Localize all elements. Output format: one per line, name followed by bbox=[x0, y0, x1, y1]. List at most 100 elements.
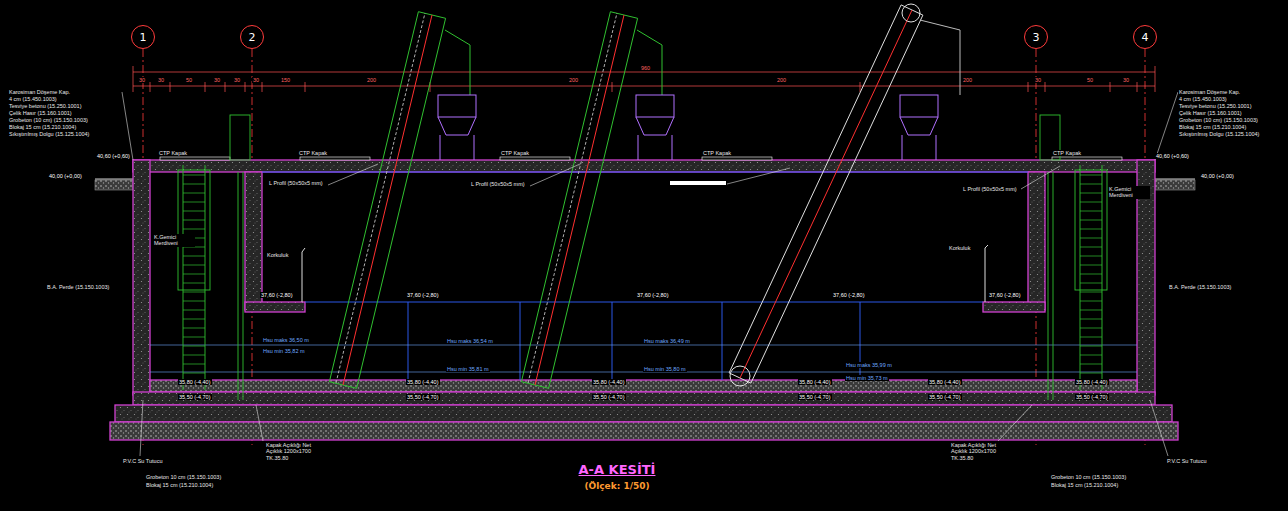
annotation: Hsu min 35,82 m bbox=[262, 348, 306, 354]
annotation: 35,80 (-4,40) bbox=[592, 379, 626, 385]
annotation: Çelik Hasır (15.160.1001) bbox=[8, 110, 73, 116]
annotation: Hsu min 35,81 m bbox=[446, 366, 490, 372]
annotation: 37,60 (-2,80) bbox=[636, 292, 670, 298]
annotation: Kapak Açıklığı Net Açıklık 1200x1700 TK.… bbox=[265, 442, 329, 461]
ladder-rung bbox=[183, 184, 205, 185]
annotation: 30 bbox=[157, 77, 165, 83]
ladder-rung bbox=[1080, 274, 1102, 275]
annotation: CTP Kapak bbox=[1052, 150, 1082, 156]
axis-number: 1 bbox=[140, 31, 147, 44]
ladder-rung bbox=[183, 202, 205, 203]
ladder-rung bbox=[1080, 301, 1102, 302]
annotation: 200 bbox=[568, 77, 579, 83]
annotation: B.A. Perde (15.150.1003) bbox=[46, 284, 110, 290]
axis-number: 2 bbox=[249, 31, 256, 44]
annotation: Blokaj 15 cm (15.210.1004) bbox=[145, 482, 214, 488]
ladder-rung bbox=[1080, 229, 1102, 230]
annotation: 200 bbox=[776, 77, 787, 83]
annotation: 35,50 (-4,70) bbox=[1075, 394, 1109, 400]
annotation: L Profil (50x50x5 mm) bbox=[268, 180, 324, 186]
annotation: K.Gemici Merdiveni bbox=[153, 234, 195, 247]
ladder-rung bbox=[183, 319, 205, 320]
ladder-rung bbox=[183, 373, 205, 374]
annotation: B.A. Perde (15.150.1003) bbox=[1168, 284, 1232, 290]
ladder-rung bbox=[183, 175, 205, 176]
axis-bubble: 1 bbox=[131, 25, 155, 49]
annotation: 50 bbox=[185, 77, 193, 83]
annotation: 30 bbox=[252, 77, 260, 83]
annotation: Blokaj 15 cm (15.210.1004) bbox=[8, 124, 77, 130]
annotation: 37,60 (-2,80) bbox=[988, 292, 1022, 298]
annotation: 960 bbox=[640, 65, 651, 71]
annotation: 35,50 (-4,70) bbox=[406, 394, 440, 400]
annotation: L Profil (50x50x5 mm) bbox=[962, 186, 1018, 192]
annotation: K.Gemici Merdiveni bbox=[1108, 186, 1150, 199]
annotation: 35,80 (-4,40) bbox=[1075, 379, 1109, 385]
annotation: 30 bbox=[233, 77, 241, 83]
ladder-rung bbox=[1080, 292, 1102, 293]
annotation: 35,80 (-4,40) bbox=[798, 379, 832, 385]
annotation: 50 bbox=[1086, 77, 1094, 83]
annotation: CTP Kapak bbox=[158, 150, 188, 156]
annotation: 40,60 (+0,60) bbox=[96, 153, 131, 159]
ladder-rung bbox=[1080, 184, 1102, 185]
axis-number: 3 bbox=[1033, 31, 1040, 44]
ladder-rung bbox=[1080, 238, 1102, 239]
annotation: 35,50 (-4,70) bbox=[928, 394, 962, 400]
ladder-rung bbox=[1080, 193, 1102, 194]
ladder-rung bbox=[183, 310, 205, 311]
ladder-rung bbox=[1080, 202, 1102, 203]
annotation: Grobeton (10 cm) (15.150.1003) bbox=[8, 117, 89, 123]
annotation: Hsu maks 36,50 m bbox=[262, 337, 310, 343]
annotation: L Profil (50x50x5 mm) bbox=[470, 181, 526, 187]
ladder-rung bbox=[1080, 283, 1102, 284]
ladder-rung bbox=[183, 211, 205, 212]
ladder-rung bbox=[183, 301, 205, 302]
ladder-rung bbox=[1080, 319, 1102, 320]
ladder-rung bbox=[1080, 211, 1102, 212]
annotation: 150 bbox=[280, 77, 291, 83]
annotation: P.V.C Su Tutucu bbox=[122, 458, 163, 464]
axis-bubble: 3 bbox=[1024, 25, 1048, 49]
annotation: 40,00 (+0,00) bbox=[48, 173, 83, 179]
annotation: 35,50 (-4,70) bbox=[178, 394, 212, 400]
ladder-rung bbox=[1080, 337, 1102, 338]
annotation: Korkuluk bbox=[266, 252, 289, 258]
annotation: 37,60 (-2,80) bbox=[260, 292, 294, 298]
annotation: CTP Kapak bbox=[500, 150, 530, 156]
ladder-rung bbox=[183, 193, 205, 194]
ladder-rung bbox=[183, 220, 205, 221]
annotation: CTP Kapak bbox=[702, 150, 732, 156]
ladder-rung bbox=[1080, 175, 1102, 176]
annotation: 35,80 (-4,40) bbox=[178, 379, 212, 385]
annotation: Grobeton (10 cm) (15.150.1003) bbox=[1178, 117, 1259, 123]
ladder-rung bbox=[1080, 373, 1102, 374]
annotation: CTP Kapak bbox=[298, 150, 328, 156]
annotation: 35,50 (-4,70) bbox=[798, 394, 832, 400]
annotation: Çelik Hasır (15.160.1001) bbox=[1178, 110, 1243, 116]
annotation: Sıkıştırılmış Dolgu (15.125.1004) bbox=[8, 131, 90, 137]
ladder-rung bbox=[183, 328, 205, 329]
annotation: Hsu min 35,73 m bbox=[845, 375, 889, 381]
section-title: A-A KESİTİ bbox=[579, 462, 656, 477]
annotation: 200 bbox=[962, 77, 973, 83]
annotation: Grobeton 10 cm (15.150.1003) bbox=[1050, 474, 1127, 480]
axis-bubble: 2 bbox=[240, 25, 264, 49]
annotation: Kapak Açıklığı Net Açıklık 1200x1700 TK.… bbox=[950, 442, 1014, 461]
ladder-rung bbox=[1080, 355, 1102, 356]
annotation: 200 bbox=[366, 77, 377, 83]
annotation: Tesviye betonu (15.250.1001) bbox=[8, 103, 82, 109]
ladder-rung bbox=[183, 265, 205, 266]
ladder-rung bbox=[1080, 256, 1102, 257]
annotation: 35,80 (-4,40) bbox=[928, 379, 962, 385]
annotation: 37,60 (-2,80) bbox=[832, 292, 866, 298]
scale-caption: (Ölçek: 1/50) bbox=[584, 481, 649, 491]
axis-bubble: 4 bbox=[1133, 25, 1157, 49]
ladder-rung bbox=[1080, 346, 1102, 347]
ladder-rung bbox=[183, 292, 205, 293]
ladder-rung bbox=[183, 346, 205, 347]
annotation: Hsu maks 35,99 m bbox=[845, 362, 893, 368]
annotation: Hsu maks 36,54 m bbox=[446, 338, 494, 344]
ladder-rung bbox=[1080, 220, 1102, 221]
